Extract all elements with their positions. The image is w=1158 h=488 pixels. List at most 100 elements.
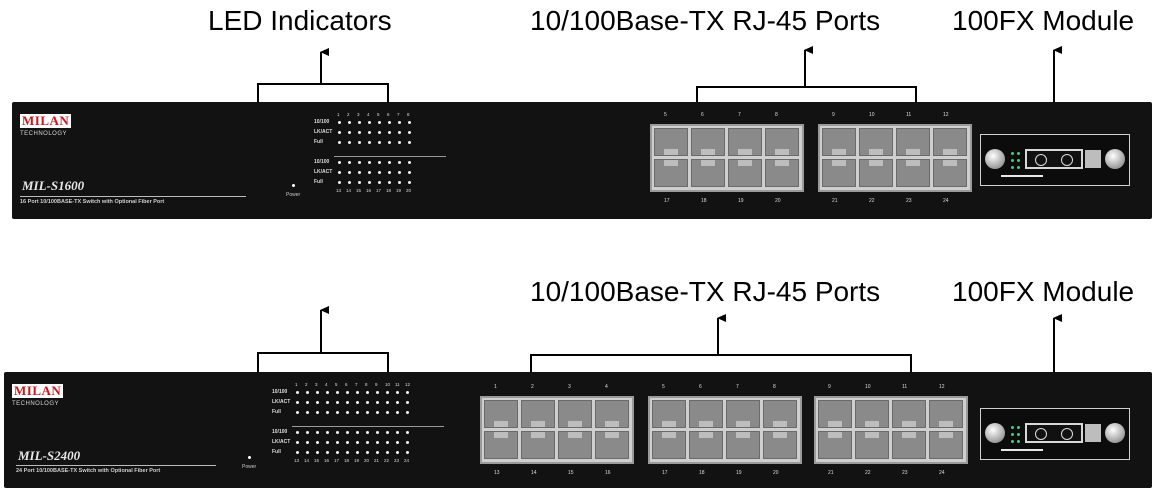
rj45-port: [689, 431, 723, 459]
port-number-bottom: 22: [869, 198, 875, 204]
port-number-top: 5: [664, 112, 667, 118]
led-indicator: [348, 171, 351, 174]
rj45-port-notch: [736, 432, 750, 438]
led-indicator: [316, 451, 319, 454]
led-indicator: [398, 181, 401, 184]
rj45-port: [859, 159, 893, 187]
led-number-top: 3: [315, 382, 318, 387]
rj45-port-notch: [738, 149, 752, 155]
led-indicator: [386, 391, 389, 394]
led-number-top: 8: [365, 382, 368, 387]
port-number-top: 6: [699, 384, 702, 390]
rj45-port: [689, 400, 723, 428]
led-indicator: [366, 451, 369, 454]
power-led: [292, 184, 295, 187]
led-number-top: 12: [405, 382, 411, 387]
led-indicator: [316, 391, 319, 394]
led-number-top: 1: [295, 382, 298, 387]
rj45-port: [484, 431, 518, 459]
rj45-port-notch: [775, 160, 789, 166]
rj45-port-block-2: [648, 396, 802, 464]
rj45-port: [933, 128, 967, 156]
fx-module-slot: [980, 134, 1130, 186]
led-indicator: [356, 451, 359, 454]
rj45-port-notch: [869, 160, 883, 166]
led-number-bottom: 23: [394, 458, 400, 463]
led-indicator: [396, 401, 399, 404]
fx-status-led: [1017, 166, 1020, 169]
rj45-port: [726, 431, 760, 459]
fx-status-led: [1011, 159, 1014, 162]
rj45-port: [892, 400, 926, 428]
rj45-port-notch: [832, 160, 846, 166]
led-row-label: Full: [314, 139, 323, 145]
led-indicator: [356, 411, 359, 414]
rj45-port-notch: [738, 160, 752, 166]
led-number-bottom: 14: [304, 458, 310, 463]
rj45-port-notch: [943, 149, 957, 155]
fiber-port-rx: [1061, 154, 1073, 166]
bracket-led-top: [257, 83, 389, 102]
rj45-port: [892, 431, 926, 459]
led-number-top: 6: [387, 112, 390, 117]
rj45-port: [595, 400, 629, 428]
led-indicator: [358, 141, 361, 144]
led-indicator: [316, 441, 319, 444]
rj45-port-block-1: [650, 124, 804, 192]
led-indicator: [296, 451, 299, 454]
led-number-bottom: 19: [396, 188, 402, 193]
led-indicator: [316, 431, 319, 434]
led-indicator: [356, 441, 359, 444]
rj45-port-notch: [736, 421, 750, 427]
model-underline: [20, 196, 246, 197]
led-indicator: [366, 391, 369, 394]
led-indicator: [408, 161, 411, 164]
led-indicator: [378, 131, 381, 134]
led-indicator: [336, 411, 339, 414]
led-number-top: 7: [355, 382, 358, 387]
rj45-port: [558, 431, 592, 459]
fx-status-led: [1017, 440, 1020, 443]
fx-status-led: [1011, 440, 1014, 443]
led-number-bottom: 20: [364, 458, 370, 463]
led-number-bottom: 21: [374, 458, 380, 463]
led-indicator: [388, 121, 391, 124]
port-number-bottom: 15: [568, 470, 574, 476]
rj45-port-notch: [773, 432, 787, 438]
led-number-top: 7: [397, 112, 400, 117]
port-number-top: 11: [906, 112, 912, 118]
led-indicator: [306, 391, 309, 394]
port-number-bottom: 18: [699, 470, 705, 476]
fiber-port-rx: [1061, 428, 1073, 440]
led-number-top: 4: [367, 112, 370, 117]
led-indicator: [386, 441, 389, 444]
fx-status-led: [1011, 433, 1014, 436]
rj45-port: [896, 128, 930, 156]
rj45-port: [654, 128, 688, 156]
port-number-bottom: 17: [664, 198, 670, 204]
led-indicator: [398, 141, 401, 144]
rj45-port: [691, 159, 725, 187]
led-number-bottom: 13: [294, 458, 300, 463]
rj45-port: [929, 431, 963, 459]
led-indicator: [336, 401, 339, 404]
fx-left-screw: [985, 423, 1005, 443]
led-indicator: [326, 451, 329, 454]
led-indicator: [346, 411, 349, 414]
led-indicator: [386, 431, 389, 434]
led-indicator: [338, 161, 341, 164]
rj45-port-notch: [699, 432, 713, 438]
led-indicator: [338, 181, 341, 184]
led-indicator: [408, 181, 411, 184]
fx-label-bar: [1001, 175, 1043, 177]
power-led: [248, 456, 251, 459]
led-indicator: [396, 391, 399, 394]
led-indicator: [398, 121, 401, 124]
led-indicator: [358, 121, 361, 124]
led-indicator: [306, 451, 309, 454]
led-indicator: [358, 181, 361, 184]
led-indicator: [326, 441, 329, 444]
brand-subtitle: TECHNOLOGY: [12, 401, 60, 407]
rj45-port-notch: [773, 421, 787, 427]
